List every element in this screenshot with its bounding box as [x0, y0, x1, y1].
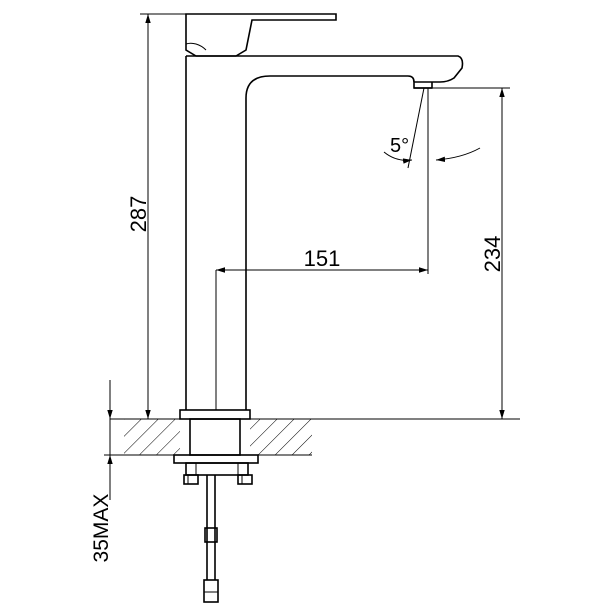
- mounting-rod: [203, 475, 219, 603]
- dimension-spout-height: 234: [432, 87, 510, 419]
- mounting-thickness-label: 35MAX: [90, 494, 113, 563]
- total-height-label: 287: [126, 196, 151, 233]
- dimension-total-height: 287: [126, 13, 186, 419]
- dimension-mounting-thickness: 35MAX: [90, 380, 180, 562]
- dimension-angle: 5°: [383, 87, 481, 169]
- faucet-body: [185, 55, 464, 410]
- base-flange: [173, 409, 259, 485]
- spout-height-label: 234: [480, 236, 505, 273]
- lever-handle: [185, 13, 337, 57]
- spout-reach-label: 151: [304, 246, 341, 271]
- angle-label: 5°: [390, 135, 409, 157]
- countertop-section: [110, 418, 520, 456]
- dimension-spout-reach: 151: [216, 88, 429, 274]
